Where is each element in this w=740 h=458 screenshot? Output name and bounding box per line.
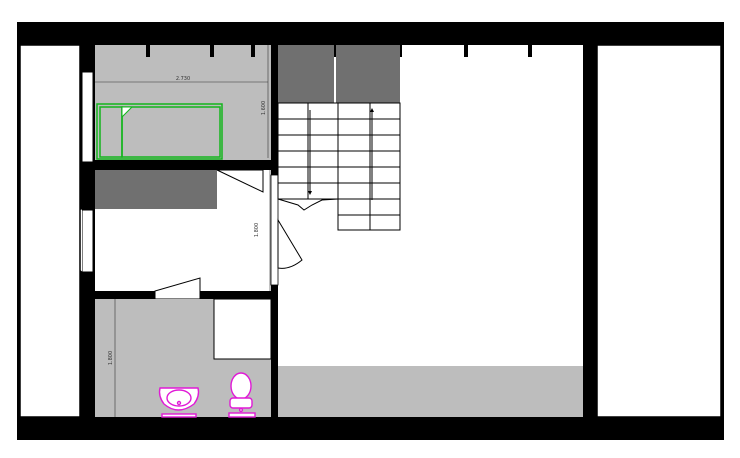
bedroom-partition xyxy=(95,160,271,170)
washbasin xyxy=(158,387,200,418)
top-wall xyxy=(17,22,724,45)
bed-mattress xyxy=(121,106,221,158)
bed-blanket-fold xyxy=(121,106,134,119)
shower-tray xyxy=(213,298,272,360)
right-inner-wall xyxy=(583,45,597,417)
bathroom-door[interactable] xyxy=(154,277,201,300)
dimension-corridor-width: 1.800 xyxy=(254,223,260,237)
stair-landing-right xyxy=(336,45,400,103)
toilet-bowl xyxy=(230,372,252,400)
bedroom-door[interactable] xyxy=(216,169,264,193)
dimension-top-width: 2.730 xyxy=(176,76,190,82)
right-outer-edge xyxy=(721,45,724,417)
post xyxy=(251,45,255,57)
stairwell xyxy=(277,45,401,231)
stair-winder xyxy=(277,198,339,211)
post xyxy=(528,45,532,57)
post xyxy=(210,45,214,57)
toilet-mount xyxy=(228,412,256,418)
main-hall-floor-strip xyxy=(278,366,583,417)
stair-landing-left xyxy=(278,45,334,103)
bathroom: 1.800 xyxy=(95,298,272,418)
toilet-flush xyxy=(238,407,244,413)
stair-door[interactable] xyxy=(277,218,303,269)
staircase xyxy=(277,102,401,231)
washbasin-mount xyxy=(161,413,197,418)
toilet xyxy=(228,372,256,418)
left-window-upper xyxy=(81,71,94,163)
post xyxy=(464,45,468,57)
left-outer-edge xyxy=(17,45,20,417)
washbasin-inner xyxy=(166,389,192,407)
left-gallery xyxy=(19,44,81,418)
central-wall-opening xyxy=(270,174,279,286)
bottom-wall xyxy=(17,417,724,440)
bedroom: 2.730 1.600 xyxy=(95,45,271,160)
left-window-lower xyxy=(81,209,94,273)
wardrobe xyxy=(95,170,217,209)
dimension-bedroom-depth: 1.600 xyxy=(261,101,267,115)
bedroom-floor xyxy=(95,45,271,160)
washbasin-drain xyxy=(176,400,182,406)
dimension-bath-depth: 1.800 xyxy=(108,351,114,365)
right-gallery xyxy=(596,44,722,418)
corridor: 1.800 xyxy=(254,170,271,291)
bed xyxy=(96,103,223,160)
bed-frame xyxy=(96,103,223,160)
post xyxy=(146,45,150,57)
toilet-cistern xyxy=(229,397,253,409)
main-hall xyxy=(278,366,583,417)
